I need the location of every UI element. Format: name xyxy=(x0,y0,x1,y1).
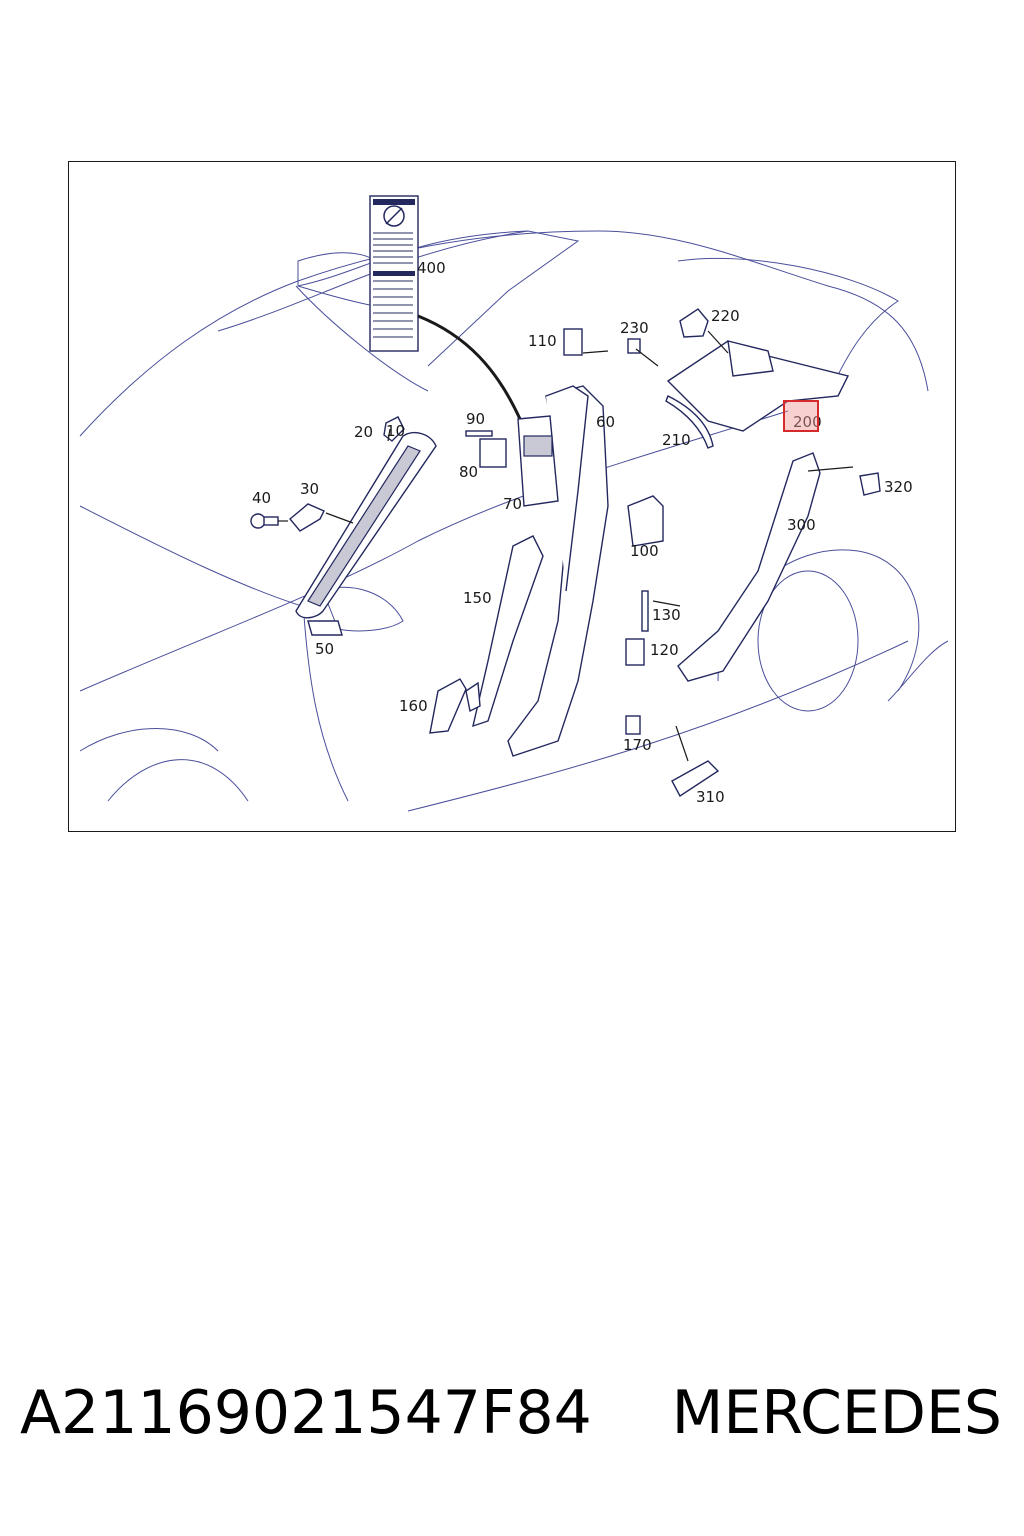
part-160-grille[interactable] xyxy=(429,678,481,734)
leader-lines xyxy=(278,330,854,762)
part-100-vent[interactable] xyxy=(627,495,664,547)
part-210-seal[interactable] xyxy=(665,395,714,449)
part-110-clip[interactable] xyxy=(563,328,583,356)
part-200-c-pillar-trim[interactable] xyxy=(666,340,850,432)
callout-70: 70 xyxy=(503,495,522,513)
part-310-bracket[interactable] xyxy=(671,760,720,798)
highlight-box-200 xyxy=(783,400,819,432)
callout-100: 100 xyxy=(630,542,659,560)
parts-diagram: 10 20 30 40 50 60 70 80 90 100 110 120 1… xyxy=(79,195,949,812)
diagram-frame xyxy=(68,161,956,832)
part-80-clip[interactable] xyxy=(479,438,507,468)
callout-60: 60 xyxy=(596,413,615,431)
part-220-bracket[interactable] xyxy=(679,308,709,338)
callout-labels: 10 20 30 40 50 60 70 80 90 100 110 120 1… xyxy=(252,259,913,806)
footer: A21169021547F84 MERCEDES xyxy=(0,1378,1024,1478)
callout-230: 230 xyxy=(620,319,649,337)
callout-30: 30 xyxy=(300,480,319,498)
callout-160: 160 xyxy=(399,697,428,715)
callout-310: 310 xyxy=(696,788,725,806)
part-120-clip[interactable] xyxy=(625,638,645,666)
callout-300: 300 xyxy=(787,516,816,534)
part-50-foam-block[interactable] xyxy=(307,620,343,636)
callout-150: 150 xyxy=(463,589,492,607)
part-70-cover[interactable] xyxy=(517,415,559,507)
callout-200: 200 xyxy=(793,413,822,431)
part-90-pin[interactable] xyxy=(465,430,493,437)
part-150-lower-trim[interactable] xyxy=(472,535,544,728)
callout-10: 10 xyxy=(386,422,405,440)
callout-90: 90 xyxy=(466,410,485,428)
part-10-a-pillar-trim[interactable] xyxy=(295,431,437,619)
callout-210: 210 xyxy=(662,431,691,449)
callout-130: 130 xyxy=(652,606,681,624)
part-400-label[interactable] xyxy=(369,195,419,352)
part-number: A21169021547F84 xyxy=(20,1378,592,1448)
part-170-clip[interactable] xyxy=(625,715,641,735)
brand-name: MERCEDES xyxy=(671,1378,1002,1448)
callout-20: 20 xyxy=(354,423,373,441)
callout-120: 120 xyxy=(650,641,679,659)
callout-40: 40 xyxy=(252,489,271,507)
callout-50: 50 xyxy=(315,640,334,658)
arrow-400 xyxy=(417,314,522,420)
part-130-rod[interactable] xyxy=(641,590,649,632)
part-30-bracket[interactable] xyxy=(289,503,325,532)
callout-80: 80 xyxy=(459,463,478,481)
callout-320: 320 xyxy=(884,478,913,496)
callout-110: 110 xyxy=(528,332,557,350)
part-60-b-pillar-trim[interactable] xyxy=(507,385,609,757)
callout-220: 220 xyxy=(711,307,740,325)
callout-170: 170 xyxy=(623,736,652,754)
callout-400: 400 xyxy=(417,259,446,277)
part-40-screw[interactable] xyxy=(250,513,279,529)
part-320-nut[interactable] xyxy=(859,472,881,496)
car-outline xyxy=(79,230,949,812)
part-300-trim[interactable] xyxy=(677,452,821,682)
